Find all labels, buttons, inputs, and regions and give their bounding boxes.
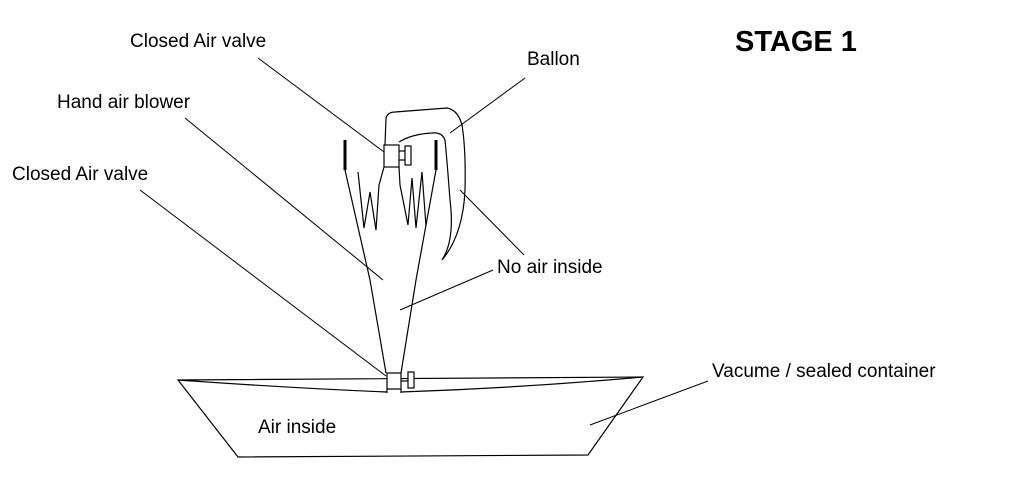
label-balloon: Ballon — [527, 49, 580, 70]
sealed-container — [176, 376, 645, 458]
hand-air-blower — [343, 140, 438, 374]
label-air-inside: Air inside — [258, 417, 337, 438]
stage-title: STAGE 1 — [735, 26, 857, 58]
balloon — [384, 107, 466, 261]
label-top-closed-air-valve: Closed Air valve — [130, 31, 267, 52]
bottom-valve — [386, 371, 415, 393]
label-sealed-container: Vacume / sealed container — [712, 361, 936, 382]
label-hand-air-blower: Hand air blower — [57, 92, 191, 113]
label-no-air-inside: No air inside — [497, 257, 603, 278]
label-bottom-closed-air-valve: Closed Air valve — [12, 164, 149, 185]
leader-lines — [139, 57, 709, 426]
top-valve — [383, 144, 412, 168]
